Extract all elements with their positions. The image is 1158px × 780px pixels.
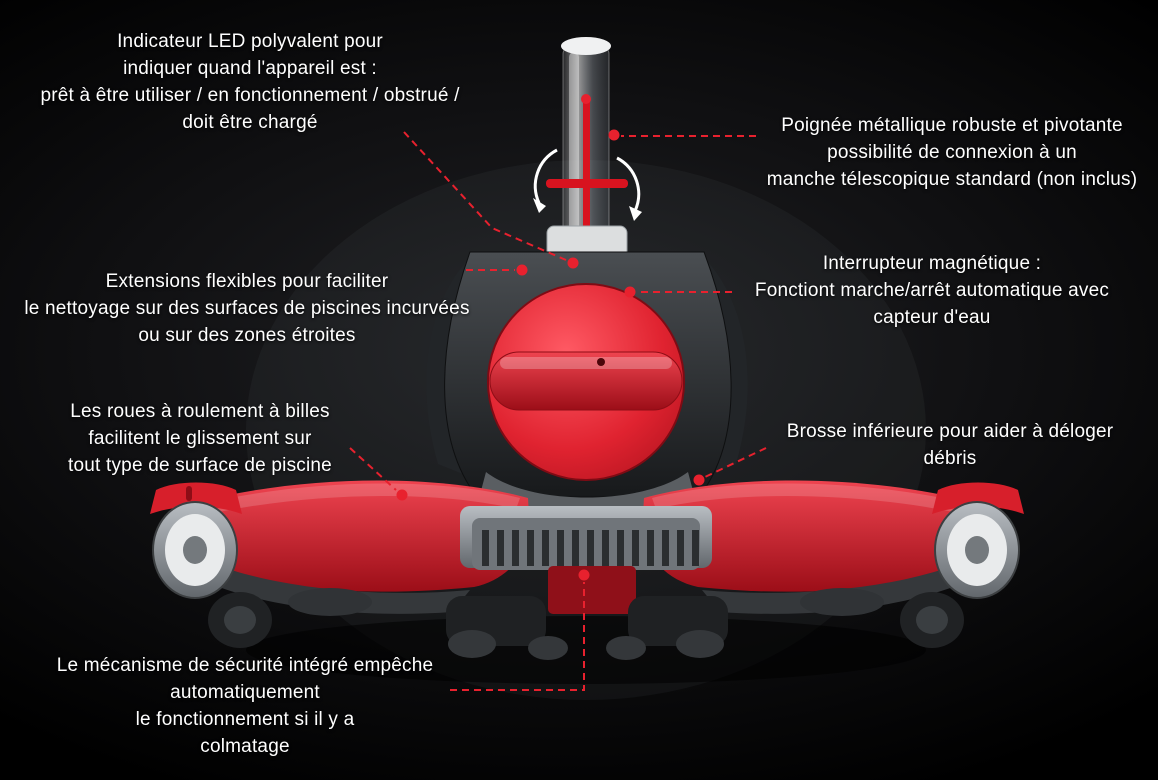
annotation-handle: Poignée métallique robuste et pivotante … (750, 112, 1154, 193)
annotation-switch-line: capteur d'eau (873, 307, 991, 328)
right-wing (642, 480, 1003, 614)
dot-handle (608, 129, 620, 141)
annotation-handle-line: Poignée métallique robuste et pivotante (781, 115, 1123, 136)
leader-led (403, 131, 567, 261)
dot-extensions (516, 264, 528, 276)
annotation-safety-line: automatiquement (170, 682, 320, 703)
annotation-brush: Brosse inférieure pour aider à déloger d… (758, 418, 1142, 472)
dot-led (567, 257, 579, 269)
leader-safety (450, 582, 585, 691)
annotation-safety-line: le fonctionnement si il y a (135, 709, 355, 730)
annotation-handle-line: manche télescopique standard (non inclus… (766, 169, 1138, 190)
annotation-led-line: indiquer quand l'appareil est : (123, 58, 377, 79)
clear-tube (546, 37, 628, 239)
annotation-safety-line: colmatage (200, 736, 290, 757)
safety-mechanism-housing (548, 566, 636, 614)
dot-switch (624, 286, 636, 298)
annotation-led-line: prêt à être utiliser / en fonctionnement… (40, 85, 460, 106)
annotation-led-line: Indicateur LED polyvalent pour (117, 31, 383, 52)
intake-grill (460, 506, 712, 614)
led-rod (583, 95, 590, 230)
annotation-wheels: Les roues à roulement à billes faciliten… (40, 398, 360, 479)
rotation-arrows (533, 148, 642, 221)
leader-wheels (349, 447, 397, 491)
annotation-brush-line: débris (923, 448, 977, 469)
left-wheel (150, 482, 272, 648)
annotation-safety-line: Le mécanisme de sécurité intégré empêche (56, 655, 434, 676)
annotation-wheels-line: Les roues à roulement à billes (70, 401, 330, 422)
annotation-extensions-line: ou sur des zones étroites (138, 325, 356, 346)
annotation-extensions-line: Extensions flexibles pour faciliter (105, 271, 389, 292)
annotation-extensions: Extensions flexibles pour faciliter le n… (0, 268, 494, 349)
leader-dots (396, 129, 705, 581)
annotation-safety: Le mécanisme de sécurité intégré empêche… (35, 652, 455, 760)
annotation-switch-line: Interrupteur magnétique : (822, 253, 1042, 274)
annotation-brush-line: Brosse inférieure pour aider à déloger (786, 421, 1114, 442)
bottom-tracks (288, 588, 884, 660)
dot-safety (578, 569, 590, 581)
annotation-extensions-line: le nettoyage sur des surfaces de piscine… (24, 298, 470, 319)
dot-wheels (396, 489, 408, 501)
annotation-wheels-line: facilitent le glissement sur (88, 428, 312, 449)
left-wing (169, 480, 530, 614)
right-wheel (900, 482, 1024, 648)
leader-lines (349, 131, 767, 691)
annotation-led: Indicateur LED polyvalent pour indiquer … (0, 28, 500, 136)
annotation-led-line: doit être chargé (182, 112, 318, 133)
annotation-switch: Interrupteur magnétique : Fonctiont marc… (730, 250, 1134, 331)
dot-brush (693, 474, 705, 486)
annotation-switch-line: Fonctiont marche/arrêt automatique avec (754, 280, 1110, 301)
annotation-wheels-line: tout type de surface de piscine (68, 455, 332, 476)
annotation-handle-line: possibilité de connexion à un (827, 142, 1077, 163)
impeller-cover (487, 283, 685, 481)
